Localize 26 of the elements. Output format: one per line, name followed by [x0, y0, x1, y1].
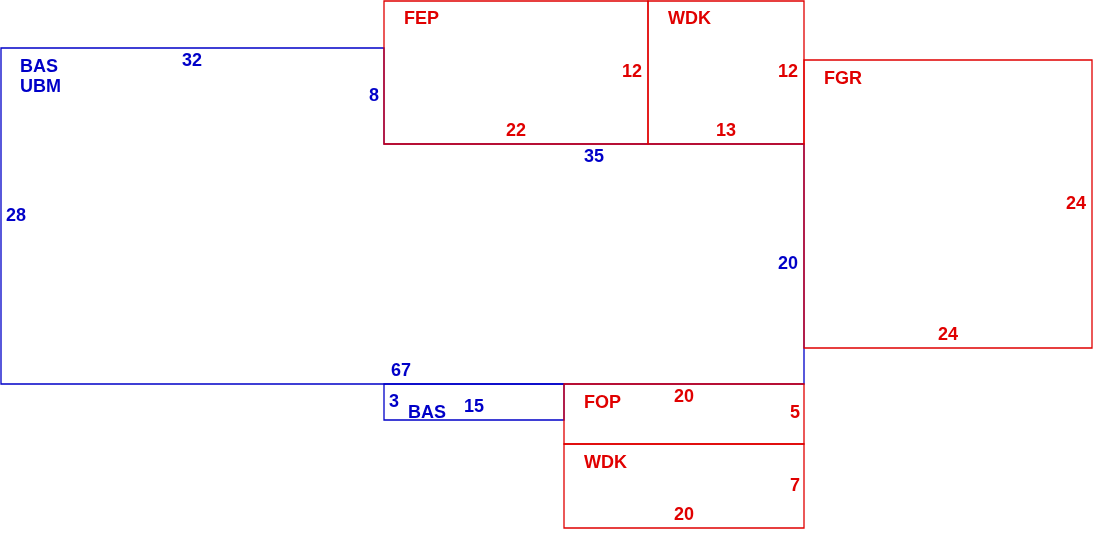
dimension-value: 20	[674, 386, 694, 406]
room-label: BAS	[20, 56, 58, 76]
dimension-value: 8	[369, 85, 379, 105]
room-label: WDK	[584, 452, 627, 472]
room-label: FEP	[404, 8, 439, 28]
room-label: UBM	[20, 76, 61, 96]
dimension-value: 67	[391, 360, 411, 380]
dimension-value: 22	[506, 120, 526, 140]
room-label: WDK	[668, 8, 711, 28]
dimension-value: 20	[778, 253, 798, 273]
dimension-value: 20	[674, 504, 694, 524]
dimension-value: 15	[464, 396, 484, 416]
dimension-value: 7	[790, 475, 800, 495]
dimension-value: 35	[584, 146, 604, 166]
dimension-value: 12	[778, 61, 798, 81]
room-label: BAS	[408, 402, 446, 422]
dimension-value: 28	[6, 205, 26, 225]
room-label: FGR	[824, 68, 862, 88]
dimension-value: 3	[389, 391, 399, 411]
dimension-value: 24	[1066, 193, 1086, 213]
dimension-value: 12	[622, 61, 642, 81]
dimension-value: 13	[716, 120, 736, 140]
dimension-value: 24	[938, 324, 958, 344]
dimension-value: 5	[790, 402, 800, 422]
dimension-value: 32	[182, 50, 202, 70]
room-label: FOP	[584, 392, 621, 412]
